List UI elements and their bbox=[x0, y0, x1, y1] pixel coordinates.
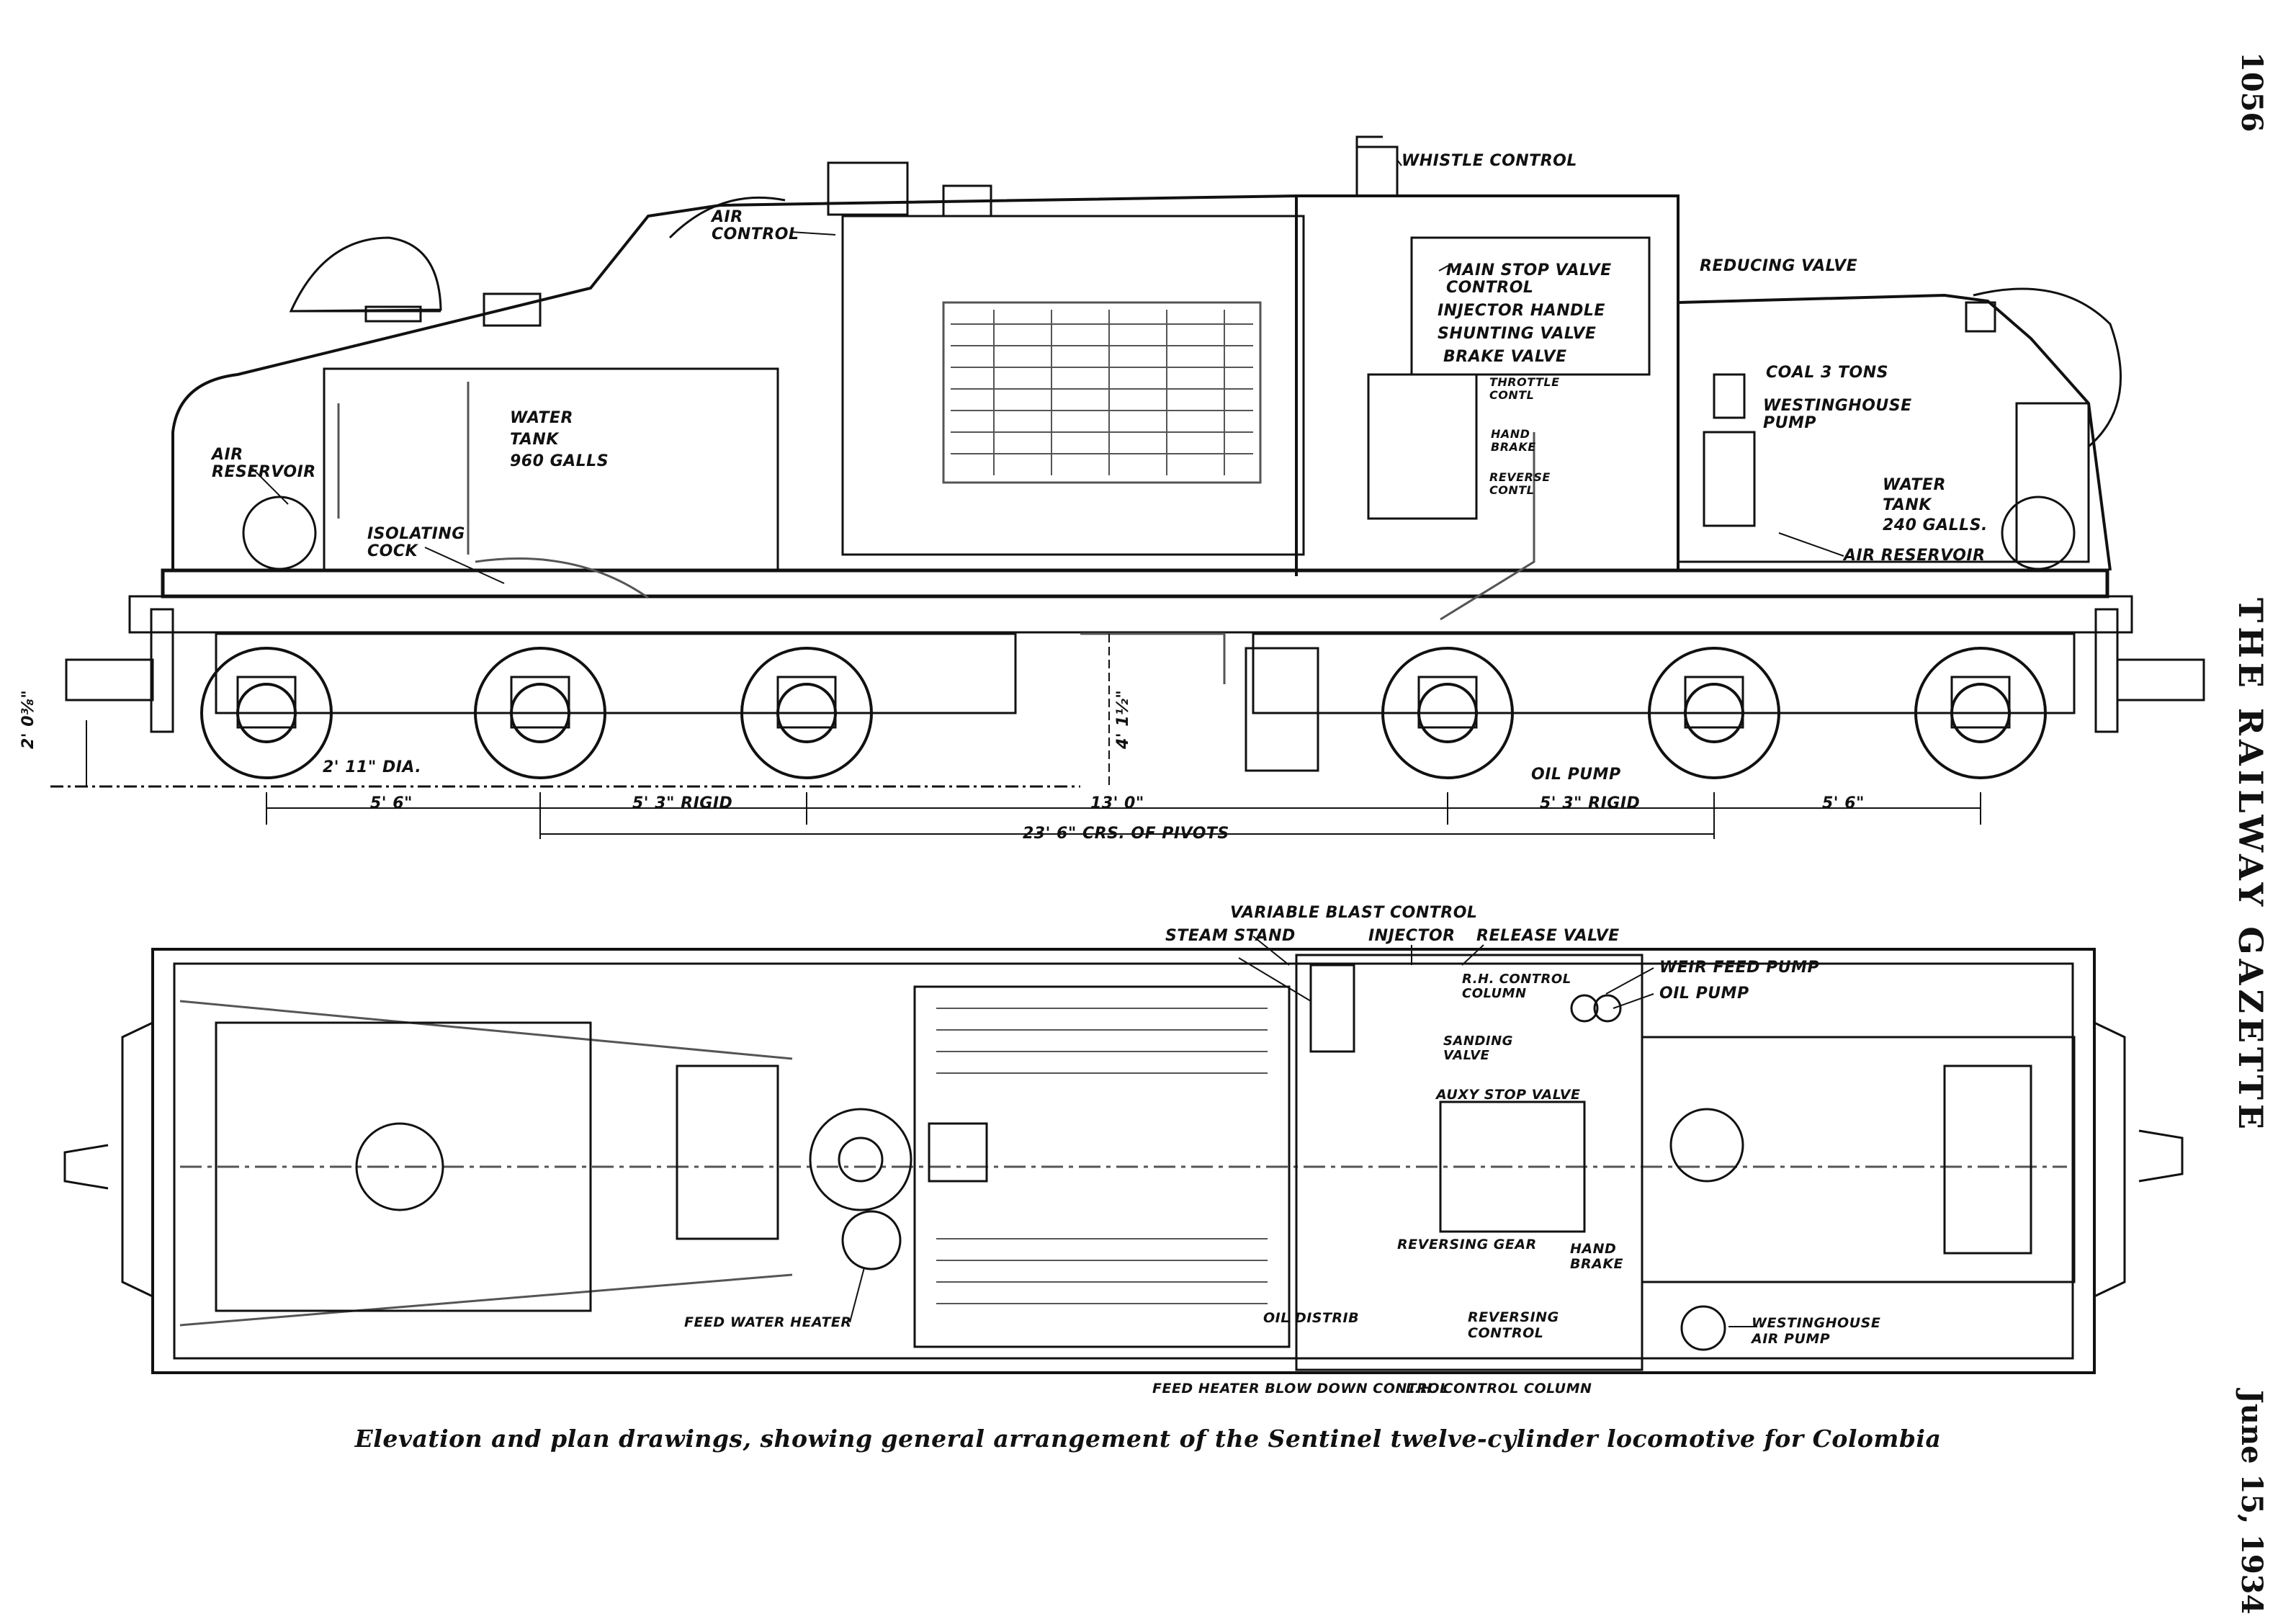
issue-date: June 15, 1934 bbox=[2235, 1390, 2269, 1614]
label-air-reservoir-rear: AIR RESERVOIR bbox=[1844, 547, 1986, 565]
page-number: 1056 bbox=[2235, 52, 2269, 133]
label-injector: INJECTOR bbox=[1368, 927, 1456, 945]
label-injector-handle: INJECTOR HANDLE bbox=[1438, 302, 1605, 320]
label-oil-pump-elevation: OIL PUMP bbox=[1531, 766, 1621, 784]
label-weir-feed-pump: WEIR FEED PUMP bbox=[1659, 959, 1820, 977]
dimension-front-rigid: 5' 3" RIGID bbox=[632, 794, 733, 812]
label-oil-pump-plan: OIL PUMP bbox=[1659, 985, 1749, 1003]
label-feed-water-heater: FEED WATER HEATER bbox=[684, 1314, 852, 1330]
dimension-rear-rigid: 5' 3" RIGID bbox=[1540, 794, 1641, 812]
label-reversing-gear: REVERSING GEAR bbox=[1397, 1237, 1537, 1252]
dimension-front-overhang: 5' 6" bbox=[370, 794, 413, 812]
label-auxy-stop-valve: AUXY STOP VALVE bbox=[1436, 1087, 1581, 1103]
label-coal: COAL 3 TONS bbox=[1766, 364, 1888, 382]
journal-title: THE RAILWAY GAZETTE bbox=[2231, 598, 2270, 1134]
label-centre-height: 4' 1½" bbox=[1114, 689, 1132, 749]
label-shunting-valve: SHUNTING VALVE bbox=[1438, 325, 1597, 343]
dimension-centre: 13' 0" bbox=[1090, 794, 1144, 812]
label-oil-distributor: OIL DISTRIB bbox=[1263, 1310, 1360, 1326]
label-reducing-valve: REDUCING VALVE bbox=[1700, 257, 1858, 275]
elevation-view bbox=[50, 135, 2205, 839]
plan-view bbox=[63, 936, 2184, 1374]
dimension-rear-overhang: 5' 6" bbox=[1822, 794, 1865, 812]
label-whistle-control: WHISTLE CONTROL bbox=[1402, 152, 1577, 170]
label-feed-heater-blowdown: FEED HEATER BLOW DOWN CONTROL bbox=[1152, 1381, 1449, 1396]
figure-caption: Elevation and plan drawings, showing gen… bbox=[354, 1425, 1942, 1453]
label-buffer-height: 2' 0⅜" bbox=[19, 689, 37, 749]
label-brake-valve: BRAKE VALVE bbox=[1443, 348, 1567, 366]
dimension-pivot-centres: 23' 6" CRS. OF PIVOTS bbox=[1023, 825, 1229, 843]
label-variable-blast-control: VARIABLE BLAST CONTROL bbox=[1230, 904, 1478, 922]
label-wheel-diameter: 2' 11" DIA. bbox=[323, 758, 422, 776]
label-lh-control-column: L.H. CONTROL COLUMN bbox=[1406, 1381, 1592, 1396]
locomotive-drawing bbox=[50, 135, 2205, 1374]
label-steam-stand: STEAM STAND bbox=[1165, 927, 1296, 945]
label-release-valve: RELEASE VALVE bbox=[1476, 927, 1620, 945]
